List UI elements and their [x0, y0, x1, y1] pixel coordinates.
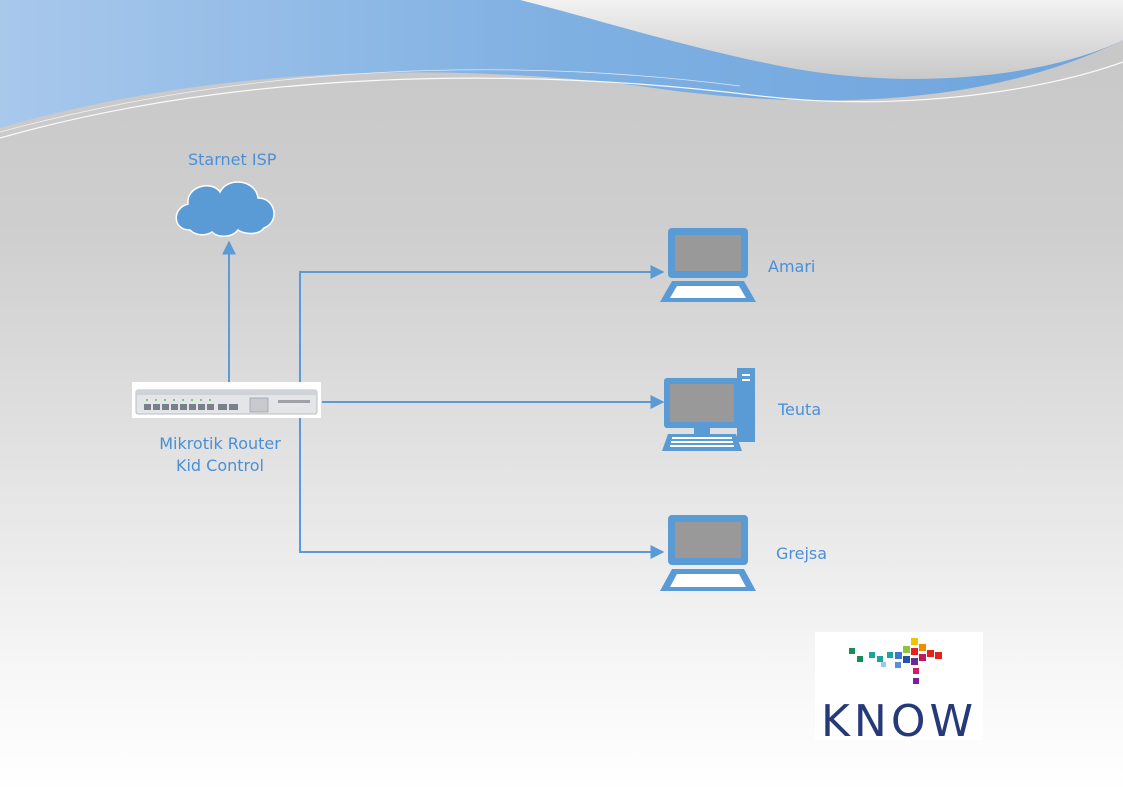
logo-mark-icon — [849, 638, 942, 684]
link-router-amari — [299, 265, 665, 383]
router-label: Mikrotik Router Kid Control — [150, 433, 290, 477]
grejsa-label: Grejsa — [776, 544, 828, 563]
link-router-grejsa — [299, 418, 665, 559]
amari-label: Amari — [768, 257, 816, 276]
laptop-icon — [660, 515, 756, 591]
isp-label: Starnet ISP — [188, 150, 277, 169]
laptop-icon — [660, 228, 756, 302]
router-device — [132, 382, 321, 418]
header-swoosh — [0, 0, 1123, 139]
teuta-label: Teuta — [778, 400, 822, 419]
router-label-line1: Mikrotik Router — [159, 434, 281, 453]
know-logo: KNOW — [815, 632, 983, 747]
desktop-computer-icon — [662, 368, 755, 451]
connection-lines — [222, 240, 665, 559]
cloud-icon — [175, 181, 275, 237]
router-label-line2: Kid Control — [175, 456, 264, 475]
logo-text: KNOW — [821, 696, 977, 747]
